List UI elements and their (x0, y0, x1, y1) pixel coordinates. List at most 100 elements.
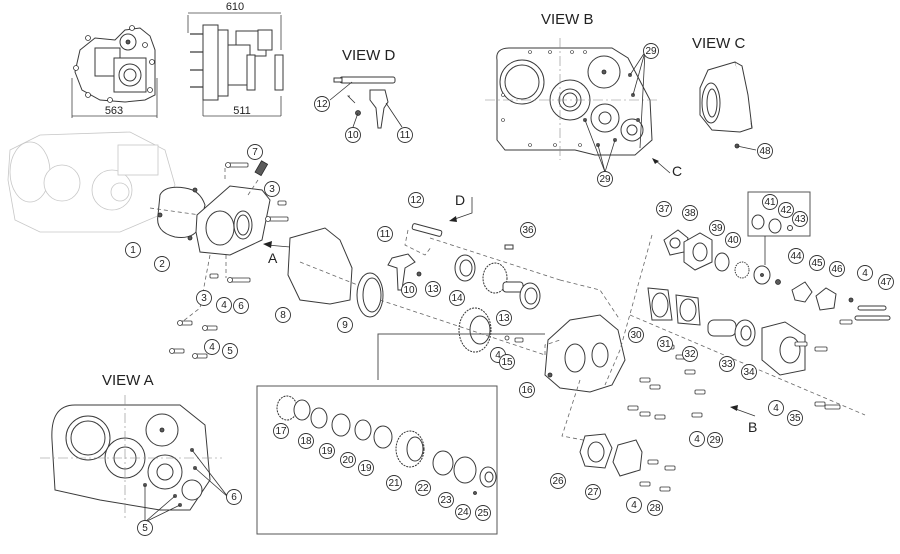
callout-circle (415, 480, 431, 496)
callout-circle (656, 201, 672, 217)
dimension-563: 563 (105, 105, 123, 117)
callout-20: 20 (340, 452, 356, 468)
view-a-label: VIEW A (102, 372, 154, 389)
callout-2: 2 (154, 256, 170, 272)
callout-number: 43 (794, 214, 806, 225)
seal-9 (356, 272, 384, 318)
callout-number: 1 (130, 245, 136, 256)
callout-22: 22 (415, 480, 431, 496)
callout-47: 47 (878, 274, 894, 290)
dimension-610: 610 (226, 1, 244, 13)
callout-number: 20 (342, 455, 354, 466)
callout-4: 4 (204, 339, 220, 355)
callout-circle (778, 202, 794, 218)
callout-3: 3 (196, 290, 212, 306)
view-c-label: VIEW C (692, 35, 746, 52)
callout-circle (204, 339, 220, 355)
right-bolts (627, 319, 853, 420)
callout-23: 23 (438, 492, 454, 508)
callout-3: 3 (264, 181, 280, 197)
callout-circle (438, 492, 454, 508)
cover-bolts (169, 162, 289, 359)
callout-14: 14 (449, 290, 465, 306)
callout-4: 4 (216, 297, 232, 313)
callout-number: 10 (347, 130, 359, 141)
callout-12: 12 (408, 192, 424, 208)
callout-circle (345, 127, 361, 143)
callout-46: 46 (829, 261, 845, 277)
callout-circle (768, 400, 784, 416)
view-b-housing: C (485, 38, 682, 179)
bottom-cover (561, 379, 676, 492)
callout-number: 6 (238, 301, 244, 312)
callout-circle (401, 282, 417, 298)
callout-number: 4 (495, 350, 501, 361)
callout-number: 19 (321, 446, 333, 457)
callout-30: 30 (628, 327, 644, 343)
callout-18: 18 (298, 433, 314, 449)
callout-circle (496, 310, 512, 326)
gasket-1 (149, 186, 206, 241)
callout-44: 44 (788, 248, 804, 264)
callout-8: 8 (275, 307, 291, 323)
callout-number: 11 (380, 229, 391, 240)
callout-number: 48 (759, 146, 771, 157)
callout-13: 13 (496, 310, 512, 326)
front-dimension-view: 563 (71, 25, 158, 118)
callout-35: 35 (787, 410, 803, 426)
callout-1: 1 (125, 242, 141, 258)
callout-number: 37 (658, 204, 670, 215)
callout-circle (792, 211, 808, 227)
callout-number: 3 (201, 293, 207, 304)
callout-circle (628, 327, 644, 343)
callout-number: 19 (360, 463, 372, 474)
callout-number: 32 (684, 349, 696, 360)
callout-circle (550, 473, 566, 489)
callout-number: 4 (694, 434, 700, 445)
callout-circle (757, 143, 773, 159)
callout-10: 10 (401, 282, 417, 298)
callout-48: 48 (757, 143, 773, 159)
callout-15: 15 (499, 354, 515, 370)
callout-12: 12 (314, 96, 330, 112)
callout-number: 27 (587, 487, 599, 498)
callout-circle (196, 290, 212, 306)
callout-circle (499, 354, 515, 370)
gasket-8 (287, 227, 371, 305)
callout-number: 15 (501, 357, 513, 368)
callout-number: 23 (440, 495, 452, 506)
housing-16 (544, 314, 626, 393)
callout-6: 6 (226, 489, 242, 505)
callout-number: 4 (221, 300, 227, 311)
callout-circle (337, 317, 353, 333)
callout-25: 25 (475, 505, 491, 521)
callout-9: 9 (337, 317, 353, 333)
callout-number: 44 (790, 251, 802, 262)
callout-27: 27 (585, 484, 601, 500)
callout-number: 28 (649, 503, 661, 514)
callout-circle (647, 500, 663, 516)
direction-c-label: C (672, 163, 682, 179)
callout-circle (725, 232, 741, 248)
callout-number: 8 (280, 310, 286, 321)
callout-number: 40 (727, 235, 739, 246)
direction-b-arrow: B (730, 405, 757, 435)
callout-circle (264, 181, 280, 197)
callout-number: 7 (252, 147, 258, 158)
callout-number: 34 (743, 367, 755, 378)
callout-circle (741, 364, 757, 380)
callout-number: 5 (227, 346, 233, 357)
callout-circle (682, 346, 698, 362)
callout-number: 35 (789, 413, 801, 424)
callout-number: 10 (403, 285, 415, 296)
callout-number: 21 (388, 478, 400, 489)
callout-41: 41 (762, 194, 778, 210)
right-lower-assembly (647, 287, 806, 376)
callout-number: 30 (630, 330, 642, 341)
callout-circle (216, 297, 232, 313)
callout-number: 26 (552, 476, 564, 487)
callout-number: 39 (711, 223, 723, 234)
callout-number: 4 (773, 403, 779, 414)
fastener-36 (504, 244, 514, 250)
direction-d-arrow: D (449, 192, 473, 222)
